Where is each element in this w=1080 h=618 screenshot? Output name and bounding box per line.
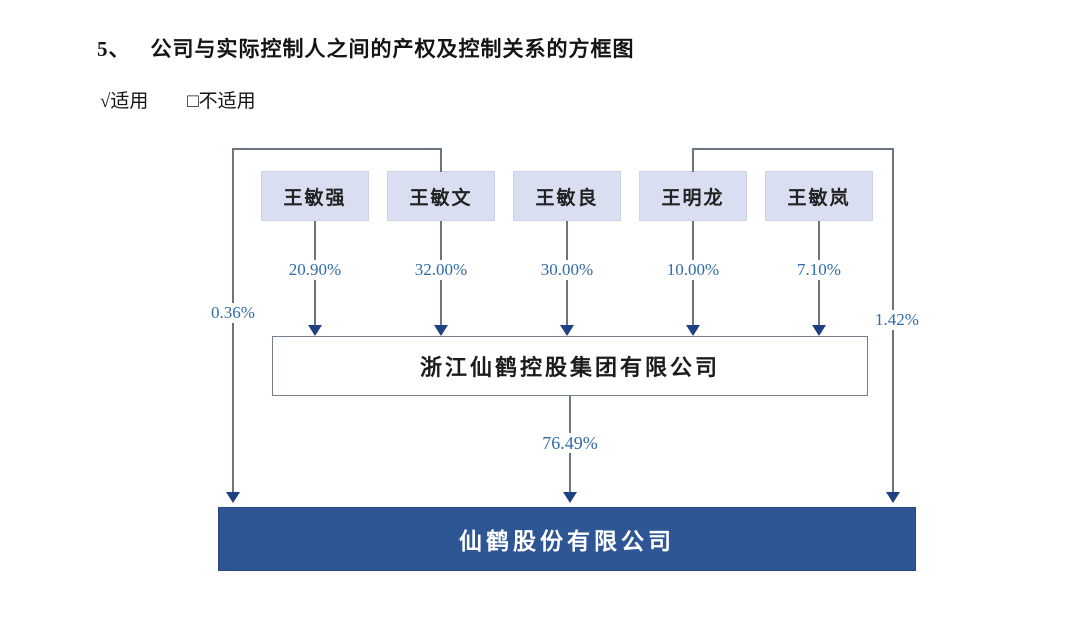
ownership-percent-label: 10.00% bbox=[661, 260, 725, 280]
shareholder-name: 王敏文 bbox=[409, 187, 473, 209]
arrowhead-icon bbox=[563, 492, 577, 503]
direct-percent-label: 1.42% bbox=[870, 310, 924, 330]
shareholder-column: 王明龙 10.00% bbox=[639, 171, 747, 336]
shareholder-column: 王敏文 32.00% bbox=[387, 171, 495, 336]
arrowhead-icon bbox=[226, 492, 240, 503]
holding-company-box: 浙江仙鹤控股集团有限公司 bbox=[272, 336, 868, 396]
shareholder-box: 王敏良 bbox=[513, 171, 621, 221]
listed-company-name: 仙鹤股份有限公司 bbox=[459, 528, 675, 554]
shareholder-column: 王敏岚 7.10% bbox=[765, 171, 873, 336]
not-applicable-option: □不适用 bbox=[187, 91, 256, 112]
ownership-percent-label: 20.90% bbox=[283, 260, 347, 280]
holding-company-name: 浙江仙鹤控股集团有限公司 bbox=[419, 355, 720, 380]
shareholder-name: 王敏强 bbox=[283, 187, 347, 209]
ownership-percent-label: 32.00% bbox=[409, 260, 473, 280]
section-heading: 5、公司与实际控制人之间的产权及控制关系的方框图 bbox=[97, 33, 635, 63]
holding-percent-label: 76.49% bbox=[537, 433, 603, 453]
arrowhead-icon bbox=[308, 325, 322, 336]
shareholder-column: 王敏强 20.90% bbox=[261, 171, 369, 336]
arrowhead-icon bbox=[886, 492, 900, 503]
shareholder-box: 王敏文 bbox=[387, 171, 495, 221]
shareholder-column: 王敏良 30.00% bbox=[513, 171, 621, 336]
applicability-row: √适用 □不适用 bbox=[100, 86, 256, 113]
shareholder-box: 王敏岚 bbox=[765, 171, 873, 221]
applicable-option: √适用 bbox=[100, 91, 149, 112]
ownership-percent-label: 7.10% bbox=[792, 260, 846, 280]
arrowhead-icon bbox=[434, 325, 448, 336]
connector-line bbox=[232, 148, 442, 150]
section-title: 公司与实际控制人之间的产权及控制关系的方框图 bbox=[150, 37, 635, 61]
shareholder-box: 王明龙 bbox=[639, 171, 747, 221]
arrowhead-icon bbox=[686, 325, 700, 336]
shareholder-box: 王敏强 bbox=[261, 171, 369, 221]
direct-percent-label: 0.36% bbox=[206, 303, 260, 323]
arrowhead-icon bbox=[812, 325, 826, 336]
shareholder-name: 王明龙 bbox=[661, 187, 725, 209]
ownership-percent-label: 30.00% bbox=[535, 260, 599, 280]
connector-line bbox=[692, 148, 694, 172]
shareholder-name: 王敏良 bbox=[535, 187, 599, 209]
shareholder-name: 王敏岚 bbox=[787, 187, 851, 209]
section-number: 5、 bbox=[97, 37, 131, 61]
listed-company-box: 仙鹤股份有限公司 bbox=[218, 507, 916, 571]
connector-line bbox=[440, 148, 442, 172]
arrowhead-icon bbox=[560, 325, 574, 336]
connector-line bbox=[692, 148, 894, 150]
